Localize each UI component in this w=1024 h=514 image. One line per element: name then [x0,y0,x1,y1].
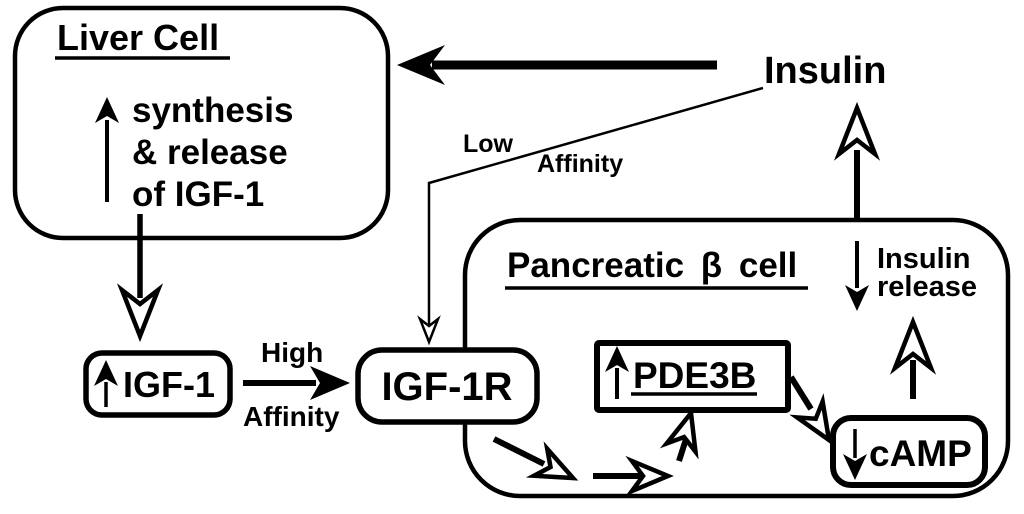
insulin-release-label-1: Insulin [877,243,970,275]
liver-synthesis-up-arrow [95,97,119,202]
arrow-igf1-to-igf1r [243,366,350,400]
pde3b-label: PDE3B [633,355,756,396]
arrow-insulin-lowaffinity-to-igf1r [418,86,764,344]
igf1-up-arrow-icon [94,360,118,407]
camp-down-arrow-icon [843,429,867,480]
pde3b-up-arrow-icon [605,346,629,399]
arrow-signal-to-pde3b [667,409,706,462]
arrow-pde3b-to-camp [788,375,842,448]
liver-body-line-3: of IGF-1 [132,175,264,214]
insulin-release-label-2: release [877,271,977,303]
pancreatic-cell-title: Pancreatic β cell [507,246,797,285]
igf1-box [83,350,233,418]
arrow-signal-igf1r-diagonal [492,436,580,491]
insulin-label: Insulin [764,50,886,92]
arrow-insulin-to-liver [397,45,717,85]
liver-body-line-1: synthesis [132,91,293,130]
low-affinity-label-2: Affinity [537,150,623,178]
igf1r-box [355,347,540,425]
liver-cell-title: Liver Cell [57,17,219,58]
camp-box [830,415,988,488]
arrow-liver-to-igf1 [122,214,158,336]
high-affinity-label-1: High [261,337,323,368]
insulin-release-down-arrow [845,241,869,311]
igf1-label: IGF-1 [123,364,215,405]
camp-label: cAMP [869,433,972,474]
arrow-signal-horizontal [593,461,668,491]
igf1r-label: IGF-1R [381,365,512,409]
low-affinity-label-1: Low [463,130,514,158]
arrow-pancreatic-to-insulin [839,108,875,220]
liver-body-line-2: & release [132,133,288,172]
arrow-camp-to-insulin-release [895,322,931,399]
high-affinity-label-2: Affinity [243,401,340,432]
